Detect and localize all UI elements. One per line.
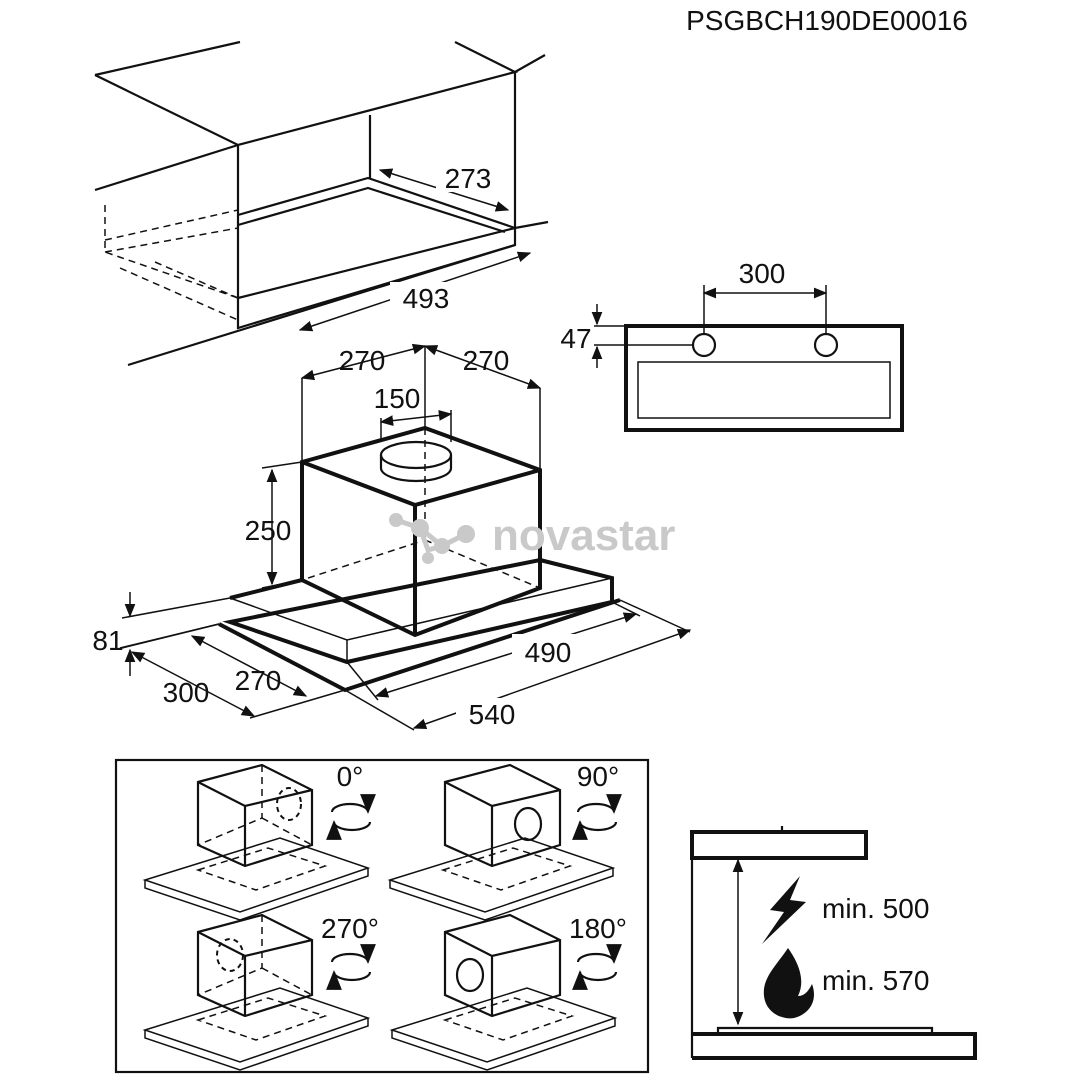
hood-height-label: 250 (245, 515, 292, 546)
drawing-code: PSGBCH190DE00016 (686, 5, 968, 36)
rotation-cell-0: 0° (142, 761, 376, 921)
rotation-label-0: 0° (337, 761, 364, 792)
base-height-label: 81 (92, 625, 123, 656)
mounting-hole-right (813, 332, 839, 358)
cabinet-depth-label: 273 (445, 163, 492, 194)
rotation-cell-180: 180° (389, 913, 627, 1071)
watermark-text: novastar (492, 511, 675, 560)
clearance-drawing: min. 500 min. 570 (690, 826, 977, 1060)
cabinet-drawing: 273 493 (94, 40, 549, 367)
hood-width-inner-label: 490 (525, 637, 572, 668)
watermark: novastar (389, 511, 675, 564)
rotation-cell-270: 270° (142, 913, 379, 1071)
rotation-label-90: 90° (577, 761, 619, 792)
flame-icon (763, 948, 814, 1019)
clearance-electric-label: min. 500 (822, 893, 929, 924)
cabinet-width-label: 493 (403, 283, 450, 314)
clearance-gas-label: min. 570 (822, 965, 929, 996)
hole-spacing-label: 300 (739, 258, 786, 289)
lightning-icon (762, 876, 806, 944)
hood-depth-inner-label: 270 (235, 665, 282, 696)
hood-half-width-left: 270 (339, 345, 386, 376)
rotation-label-180: 180° (569, 913, 627, 944)
rotation-cell-90: 90° (387, 761, 622, 921)
mounting-hole-left (691, 332, 717, 358)
rotation-label-270: 270° (321, 913, 379, 944)
hood-drawing: 270 270 150 250 81 300 270 490 (92, 343, 692, 731)
rotation-panel: 0° 90° 270° (114, 758, 650, 1074)
hood-depth-outer-label: 300 (163, 677, 210, 708)
hood-width-outer-label: 540 (469, 699, 516, 730)
hole-offset-label: 47 (560, 323, 591, 354)
duct-diameter-label: 150 (374, 383, 421, 414)
hood-half-width-right: 270 (463, 345, 510, 376)
backplate-drawing: 300 47 (560, 258, 904, 432)
